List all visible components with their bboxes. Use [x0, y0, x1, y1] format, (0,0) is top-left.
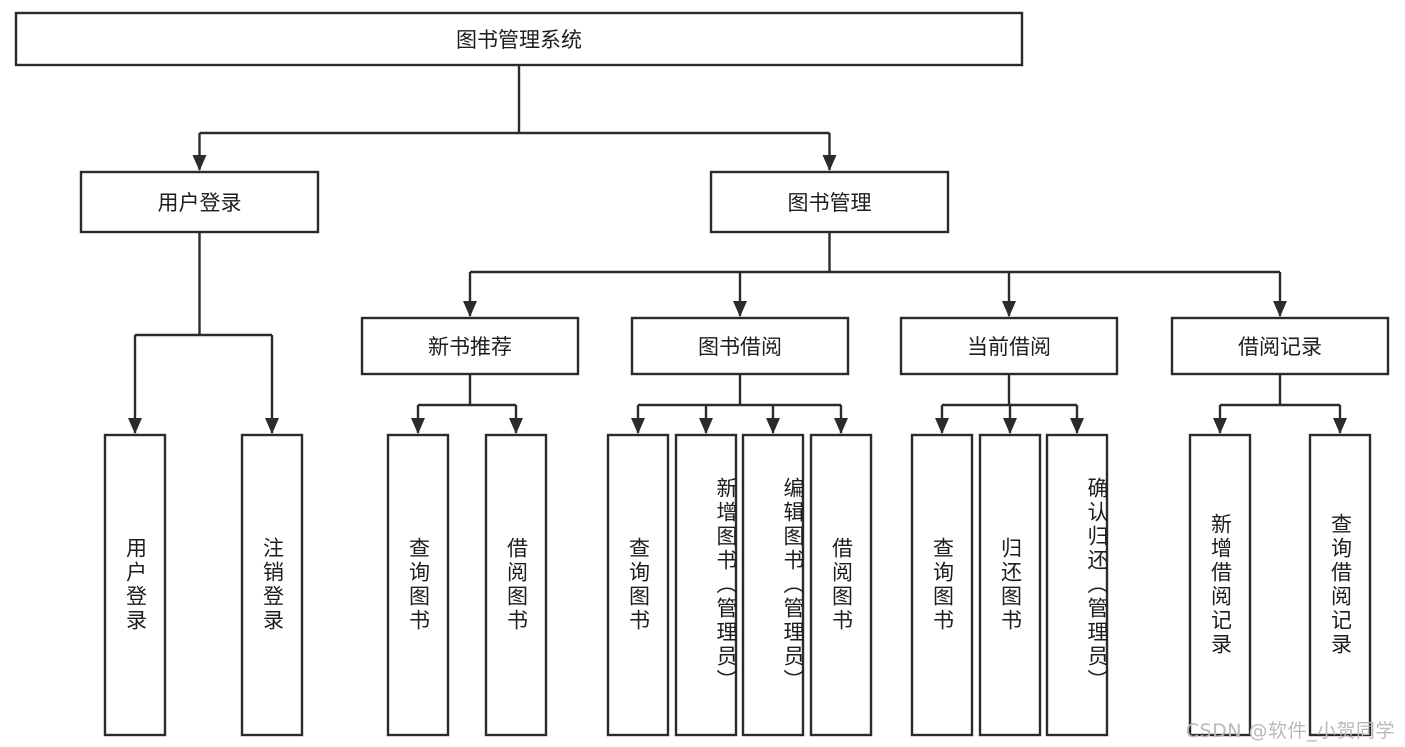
node-box-book-borrow[interactable]: [630, 316, 850, 376]
conn-book-borrow-arrow-1: [699, 418, 713, 434]
node-box-leaf-query-record[interactable]: [1308, 433, 1372, 737]
conn-new-book-recommend-arrow-0: [411, 418, 425, 434]
node-label-root: 图书管理系统: [456, 28, 582, 52]
conn-book-manage-arrow-3: [1273, 301, 1287, 317]
node-label-user-login: 用户登录: [158, 191, 242, 215]
conn-new-book-recommend-arrow-1: [509, 418, 523, 434]
conn-book-manage-arrow-2: [1002, 301, 1016, 317]
node-box-leaf-borrow-book-2[interactable]: [809, 433, 873, 737]
node-label-book-manage: 图书管理: [788, 191, 872, 215]
csdn-watermark: CSDN @软件_小贺同学: [1185, 720, 1395, 742]
node-label-book-borrow: 图书借阅: [698, 335, 782, 359]
conn-user-login-arrow-1: [265, 418, 279, 434]
node-label-borrow-record: 借阅记录: [1238, 335, 1322, 359]
node-box-book-manage[interactable]: [709, 170, 950, 234]
node-box-leaf-add-book[interactable]: [674, 433, 738, 737]
conn-current-borrow-arrow-1: [1003, 418, 1017, 434]
node-label-new-book-recommend: 新书推荐: [428, 335, 512, 359]
conn-borrow-record-arrow-0: [1213, 418, 1227, 434]
conn-root-arrow-1: [822, 155, 837, 171]
node-box-borrow-record[interactable]: [1170, 316, 1390, 376]
node-box-leaf-borrow-book-1[interactable]: [484, 433, 548, 737]
conn-root-arrow-0: [192, 155, 207, 171]
node-box-leaf-edit-book[interactable]: [741, 433, 805, 737]
conn-book-manage-arrow-0: [463, 301, 477, 317]
conn-book-manage-arrow-1: [733, 301, 747, 317]
node-box-leaf-user-login[interactable]: [103, 433, 167, 737]
conn-book-borrow-arrow-3: [834, 418, 848, 434]
node-box-leaf-confirm-return[interactable]: [1045, 433, 1109, 737]
conn-borrow-record-arrow-1: [1333, 418, 1347, 434]
node-box-leaf-query-book-3[interactable]: [910, 433, 974, 737]
box-layer: [14, 11, 1390, 737]
node-box-user-login[interactable]: [79, 170, 320, 234]
conn-current-borrow-arrow-0: [935, 418, 949, 434]
node-box-root[interactable]: [14, 11, 1024, 67]
conn-book-borrow-arrow-0: [631, 418, 645, 434]
conn-book-borrow-arrow-2: [766, 418, 780, 434]
node-box-leaf-add-record[interactable]: [1188, 433, 1252, 737]
node-label-current-borrow: 当前借阅: [967, 335, 1051, 359]
conn-user-login-arrow-0: [128, 418, 142, 434]
node-box-leaf-query-book-1[interactable]: [386, 433, 450, 737]
node-box-leaf-return-book[interactable]: [978, 433, 1042, 737]
connector-layer: [128, 65, 1347, 434]
conn-current-borrow-arrow-2: [1070, 418, 1084, 434]
node-box-leaf-query-book-2[interactable]: [606, 433, 670, 737]
node-box-leaf-logout[interactable]: [240, 433, 304, 737]
node-box-new-book-recommend[interactable]: [360, 316, 580, 376]
node-box-current-borrow[interactable]: [899, 316, 1119, 376]
